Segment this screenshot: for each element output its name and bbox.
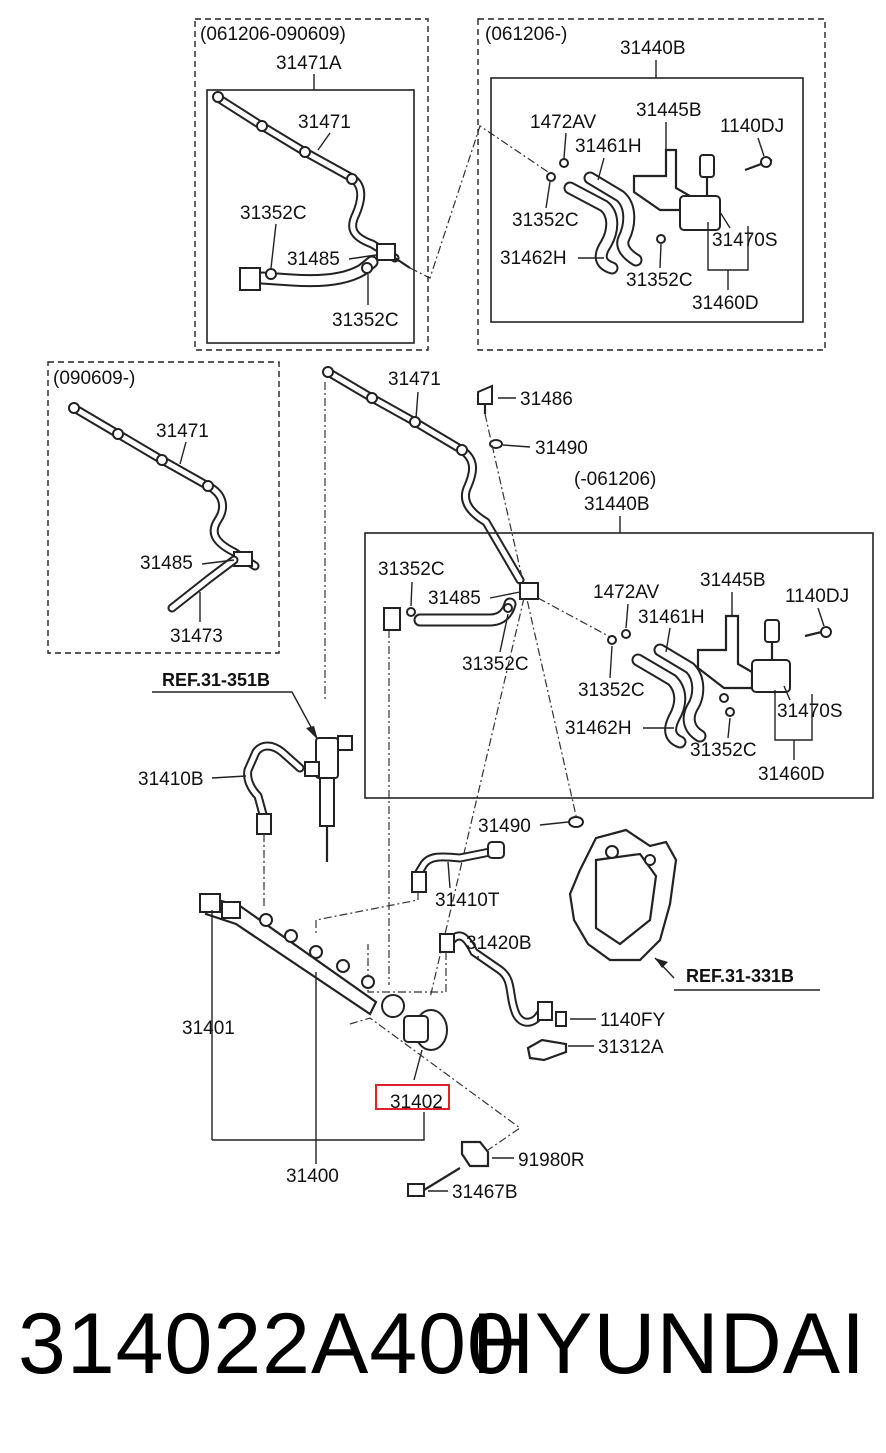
label-31461H-a[interactable]: 31461H	[575, 136, 642, 157]
label-31352C-a[interactable]: 31352C	[240, 203, 307, 224]
label-31485-b[interactable]: 31485	[140, 553, 193, 574]
label-1140FY[interactable]: 1140FY	[600, 1010, 665, 1031]
brand-name: HYUNDAI	[471, 1296, 866, 1392]
label-31470S-a[interactable]: 31470S	[712, 230, 778, 251]
label-31352C-g[interactable]: 31352C	[578, 680, 645, 701]
inset-top-left-code: (061206-090609)	[200, 24, 346, 45]
highlight-31402[interactable]	[375, 1084, 450, 1110]
label-31401[interactable]: 31401	[182, 1018, 235, 1039]
label-31471-a[interactable]: 31471	[298, 112, 351, 133]
inset-left: (090609-) 31471 31485 31473	[47, 361, 280, 654]
part-number: 314022A400	[18, 1296, 516, 1392]
inset-top-right-frame	[477, 18, 826, 351]
label-31471A[interactable]: 31471A	[276, 53, 342, 74]
rail-end-fitting	[381, 994, 405, 1018]
label-31352C-d[interactable]: 31352C	[626, 270, 693, 291]
inset-left-frame	[47, 361, 280, 654]
label-31445B-a[interactable]: 31445B	[636, 100, 702, 121]
valve-31470S-a	[679, 195, 721, 231]
inset-left-code: (090609-)	[53, 368, 135, 389]
inset-top-left-frame	[194, 18, 429, 351]
clip-91980R	[460, 1140, 490, 1168]
label-31462H-b[interactable]: 31462H	[565, 718, 632, 739]
connector-mid	[383, 607, 401, 631]
inset-top-right: (061206-) 31440B 1472AV 31445B 1140DJ 31…	[477, 18, 826, 351]
inset-top-left-box	[206, 89, 415, 344]
label-31471-c[interactable]: 31471	[388, 369, 441, 390]
label-31440B-a[interactable]: 31440B	[620, 38, 686, 59]
bracket-31445B-b	[696, 614, 754, 690]
label-31471-b[interactable]: 31471	[156, 421, 209, 442]
label-31352C-b[interactable]: 31352C	[332, 310, 399, 331]
label-31470S-b[interactable]: 31470S	[777, 701, 843, 722]
label-31410B[interactable]: 31410B	[138, 769, 204, 790]
label-31420B[interactable]: 31420B	[466, 933, 532, 954]
inset-top-left: (061206-090609) 31471A 31471 31352C 3148…	[194, 18, 429, 351]
label-31461H-b[interactable]: 31461H	[638, 607, 705, 628]
label-31352C-f[interactable]: 31352C	[462, 654, 529, 675]
label-31462H-a[interactable]: 31462H	[500, 248, 567, 269]
ref-31-331B[interactable]: REF.31-331B	[686, 966, 794, 986]
link-line-top	[409, 125, 549, 279]
gasket-31490-b	[568, 816, 584, 828]
label-31410T[interactable]: 31410T	[435, 890, 500, 911]
label-1140DJ-b[interactable]: 1140DJ	[785, 586, 849, 607]
label-31440B-b[interactable]: 31440B	[584, 494, 650, 515]
bolt-31467B	[407, 1183, 425, 1197]
label-1472AV-b[interactable]: 1472AV	[593, 582, 660, 603]
inset-top-right-box	[490, 77, 804, 323]
bracket-31445B-a	[632, 148, 692, 212]
connector-1140DJ-b	[764, 619, 780, 643]
label-31473[interactable]: 31473	[170, 626, 223, 647]
label-31352C-e[interactable]: 31352C	[378, 559, 445, 580]
label-31400[interactable]: 31400	[286, 1166, 339, 1187]
connector-31471A	[239, 267, 261, 291]
bottom-caption: 314022A400 HYUNDAI	[0, 1295, 886, 1405]
tee-fitting-31485-a	[376, 243, 396, 261]
label-1472AV-a[interactable]: 1472AV	[530, 112, 597, 133]
label-31352C-h[interactable]: 31352C	[690, 740, 757, 761]
label-31467B[interactable]: 31467B	[452, 1182, 518, 1203]
tee-fitting-31485-c	[519, 582, 539, 600]
label-31460D-a[interactable]: 31460D	[692, 293, 759, 314]
label-91980R[interactable]: 91980R	[518, 1150, 585, 1171]
connector-1140DJ-a	[699, 154, 715, 178]
label-31486[interactable]: 31486	[520, 389, 573, 410]
bolt-1140DJ-a	[760, 156, 772, 168]
gasket-31490-a	[489, 439, 503, 449]
label-31490-b[interactable]: 31490	[478, 816, 531, 837]
high-pressure-pump	[568, 828, 678, 962]
inset-top-right-code: (061206-)	[485, 24, 567, 45]
label-31445B-b[interactable]: 31445B	[700, 570, 766, 591]
label-31490-a[interactable]: 31490	[535, 438, 588, 459]
label-31312A[interactable]: 31312A	[598, 1037, 664, 1058]
ref-31-351B[interactable]: REF.31-351B	[162, 670, 270, 690]
bracket-31312A	[526, 1038, 568, 1062]
label-31460D-b[interactable]: 31460D	[758, 764, 825, 785]
bolt-1140DJ-b	[820, 626, 832, 638]
label-31352C-c[interactable]: 31352C	[512, 210, 579, 231]
main-area: 31471 31486 31490 (-061206) 31440B 31352…	[138, 366, 874, 1203]
label-31485-c[interactable]: 31485	[428, 588, 481, 609]
injector-nozzle	[319, 777, 335, 827]
label-1140DJ-a[interactable]: 1140DJ	[720, 116, 784, 137]
bolt-1140FY	[555, 1011, 567, 1027]
label-31485-a[interactable]: 31485	[287, 249, 340, 270]
bolt-31486	[477, 384, 493, 405]
mid-box	[364, 532, 874, 799]
label-31402[interactable]: 31402	[390, 1092, 443, 1113]
inset-mid-code: (-061206)	[574, 469, 656, 490]
